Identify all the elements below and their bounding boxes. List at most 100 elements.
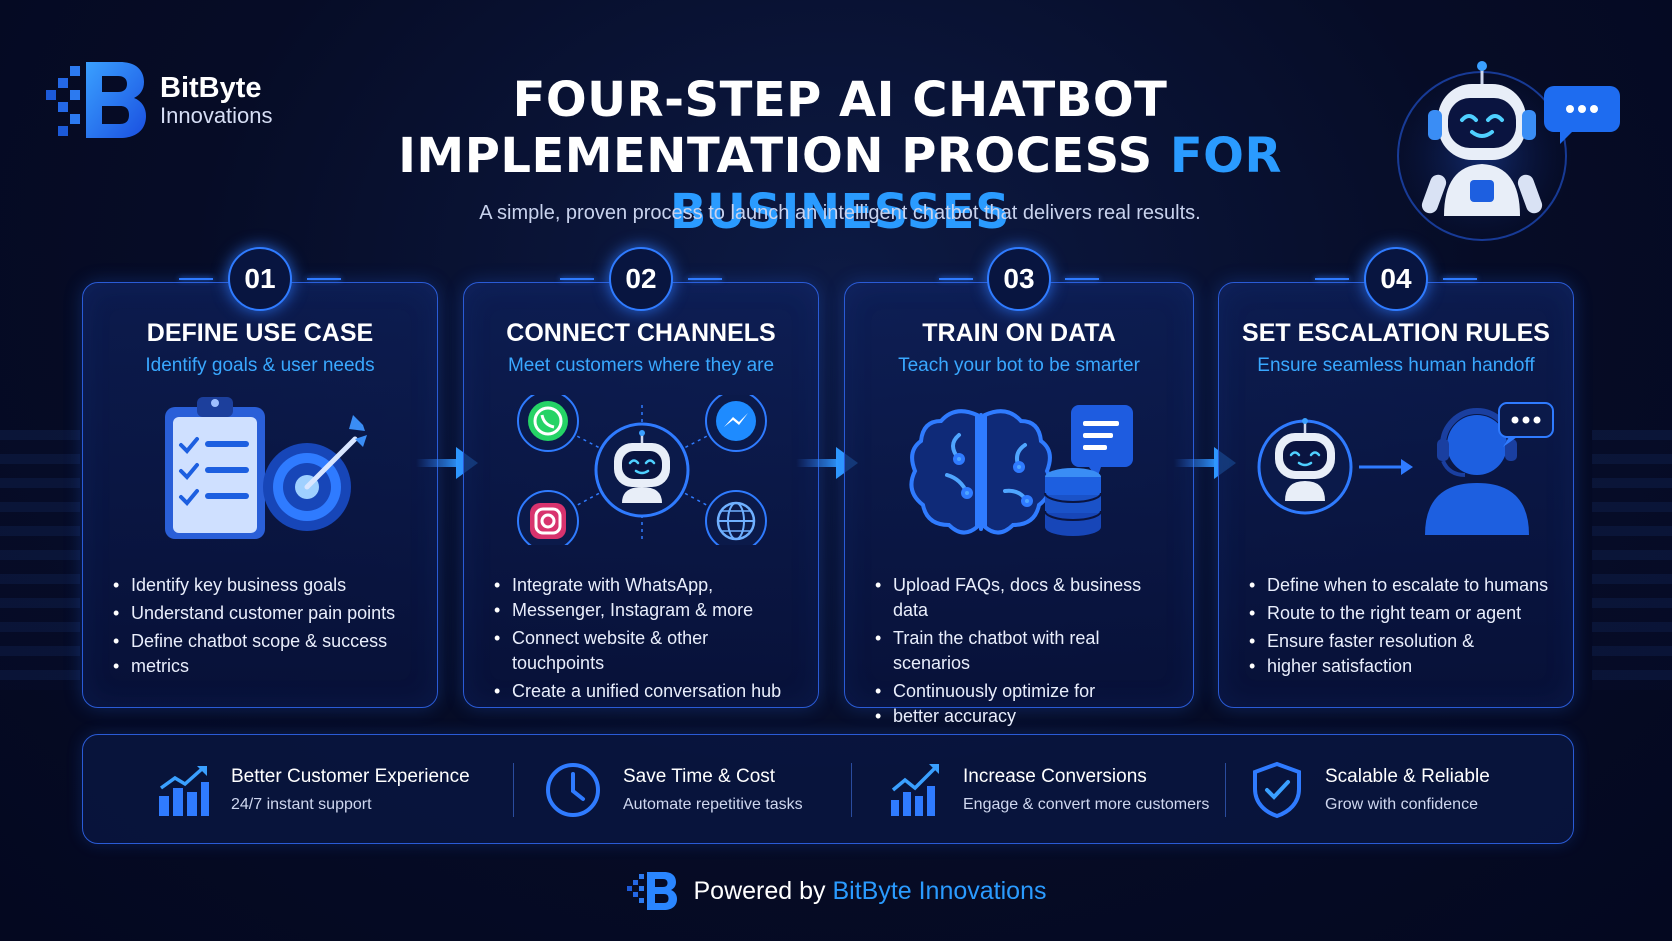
step-bullet-list: Identify key business goals Understand c…: [111, 573, 421, 682]
list-item: Understand customer pain points: [111, 601, 421, 626]
robot-icon: [594, 422, 690, 518]
step-title: CONNECT CHANNELS: [506, 319, 776, 347]
benefit-title: Increase Conversions: [963, 766, 1147, 787]
benefit-title: Save Time & Cost: [623, 766, 776, 787]
benefit-item: Better Customer Experience 24/7 instant …: [157, 735, 470, 845]
arrow-right-icon: [1359, 459, 1413, 475]
list-item: better accuracy: [873, 704, 1177, 729]
step-illustration: [517, 395, 767, 545]
title-line-2-accent: FOR BUSINESSES: [669, 128, 1282, 240]
benefit-desc: 24/7 instant support: [231, 796, 372, 813]
step-card-2: 02 CONNECT CHANNELS Meet customers where…: [463, 247, 819, 708]
step-subtitle: Teach your bot to be smarter: [898, 355, 1140, 376]
list-item: Train the chatbot with real scenarios: [873, 626, 1177, 676]
footer-brand: BitByte Innovations: [832, 876, 1047, 905]
list-item: Messenger, Instagram & more: [492, 598, 802, 623]
footer-prefix: Powered by: [693, 876, 833, 905]
divider: [513, 763, 514, 817]
document-icon: [1071, 405, 1133, 479]
badge-line: [560, 278, 594, 280]
list-item: higher satisfaction: [1247, 654, 1557, 679]
list-item: Ensure faster resolution &: [1247, 629, 1557, 654]
title-line-2-main: IMPLEMENTATION PROCESS: [398, 128, 1170, 184]
step-title: SET ESCALATION RULES: [1242, 319, 1550, 347]
server-rack-decoration-right: [1592, 430, 1672, 690]
step-illustration: [1257, 402, 1554, 535]
list-item: Route to the right team or agent: [1247, 601, 1557, 626]
step-card-4: 04 SET ESCALATION RULES Ensure seamless …: [1218, 247, 1574, 708]
list-item: Create a unified conversation hub: [492, 679, 802, 704]
server-rack-decoration-left: [0, 430, 80, 690]
list-item: Continuously optimize for: [873, 679, 1177, 704]
list-item: Connect website & other touchpoints: [492, 626, 802, 676]
list-item: Upload FAQs, docs & business data: [873, 573, 1177, 623]
badge-line: [179, 278, 213, 280]
human-agent-headset-icon: [1425, 408, 1529, 535]
list-item: Integrate with WhatsApp,: [492, 573, 802, 598]
step-number-badge: 04: [1364, 247, 1428, 311]
footer: Powered by BitByte Innovations: [0, 870, 1672, 912]
step-bullet-list: Upload FAQs, docs & business data Train …: [873, 573, 1177, 732]
hero-robot-icon: [1392, 61, 1620, 246]
step-subtitle: Identify goals & user needs: [145, 355, 375, 376]
step-bullet-list: Integrate with WhatsApp, Messenger, Inst…: [492, 573, 802, 707]
benefit-item: Increase Conversions Engage & convert mo…: [889, 735, 1209, 845]
target-icon: [263, 415, 367, 531]
step-illustration: [909, 405, 1133, 536]
checklist-clipboard-icon: [165, 397, 265, 539]
brand-logo: BitByte Innovations: [44, 58, 273, 142]
trend-chart-icon: [891, 764, 939, 816]
growth-chart-icon: [159, 766, 209, 816]
benefit-title: Better Customer Experience: [231, 766, 470, 787]
step-card-3: 03 TRAIN ON DATA Teach your bot to be sm…: [844, 247, 1194, 729]
badge-line: [939, 278, 973, 280]
badge-line: [1065, 278, 1099, 280]
list-item: Define when to escalate to humans: [1247, 573, 1557, 598]
divider: [851, 763, 852, 817]
badge-line: [688, 278, 722, 280]
badge-line: [1443, 278, 1477, 280]
clock-icon: [546, 763, 600, 817]
instagram-icon: [517, 490, 579, 545]
bitbyte-logo-icon: [626, 872, 677, 910]
messenger-icon: [705, 395, 767, 452]
benefit-item: Scalable & Reliable Grow with confidence: [1251, 735, 1490, 845]
benefit-desc: Automate repetitive tasks: [623, 796, 803, 813]
badge-line: [1315, 278, 1349, 280]
brain-circuit-icon: [909, 409, 1053, 535]
step-card-1: 01 DEFINE USE CASE Identify goals & user…: [82, 247, 438, 708]
brand-name: BitByte: [160, 72, 262, 105]
benefit-desc: Grow with confidence: [1325, 796, 1478, 813]
step-title: TRAIN ON DATA: [922, 319, 1116, 347]
benefits-bar: Better Customer Experience 24/7 instant …: [82, 734, 1574, 844]
brand-tagline: Innovations: [160, 102, 273, 128]
step-number-badge: 01: [228, 247, 292, 311]
title-line-2: IMPLEMENTATION PROCESS FOR BUSINESSES: [300, 128, 1380, 240]
whatsapp-icon: [517, 395, 579, 452]
list-item: metrics: [111, 654, 421, 679]
database-icon: [1044, 468, 1102, 536]
step-subtitle: Meet customers where they are: [507, 355, 775, 376]
benefit-title: Scalable & Reliable: [1325, 766, 1490, 787]
step-number-badge: 02: [609, 247, 673, 311]
footer-credit: Powered by BitByte Innovations: [694, 877, 1047, 906]
globe-icon: [705, 490, 767, 545]
page-title: FOUR-STEP AI CHATBOT IMPLEMENTATION PROC…: [300, 72, 1380, 240]
page-subtitle: A simple, proven process to launch an in…: [479, 202, 1201, 224]
step-subtitle: Ensure seamless human handoff: [1257, 355, 1535, 376]
divider: [1225, 763, 1226, 817]
step-illustration: [165, 397, 367, 539]
robot-icon: [1257, 418, 1353, 515]
shield-check-icon: [1253, 761, 1301, 819]
step-title: DEFINE USE CASE: [146, 319, 374, 347]
chat-bubble-icon: [1498, 402, 1554, 447]
benefit-item: Save Time & Cost Automate repetitive tas…: [545, 735, 803, 845]
benefit-desc: Engage & convert more customers: [963, 796, 1210, 813]
badge-line: [307, 278, 341, 280]
step-bullet-list: Define when to escalate to humans Route …: [1247, 573, 1557, 682]
list-item: Identify key business goals: [111, 573, 421, 598]
bitbyte-logo-icon: [46, 62, 146, 138]
list-item: Define chatbot scope & success: [111, 629, 421, 654]
title-line-1: FOUR-STEP AI CHATBOT: [512, 72, 1168, 128]
step-number-badge: 03: [987, 247, 1051, 311]
